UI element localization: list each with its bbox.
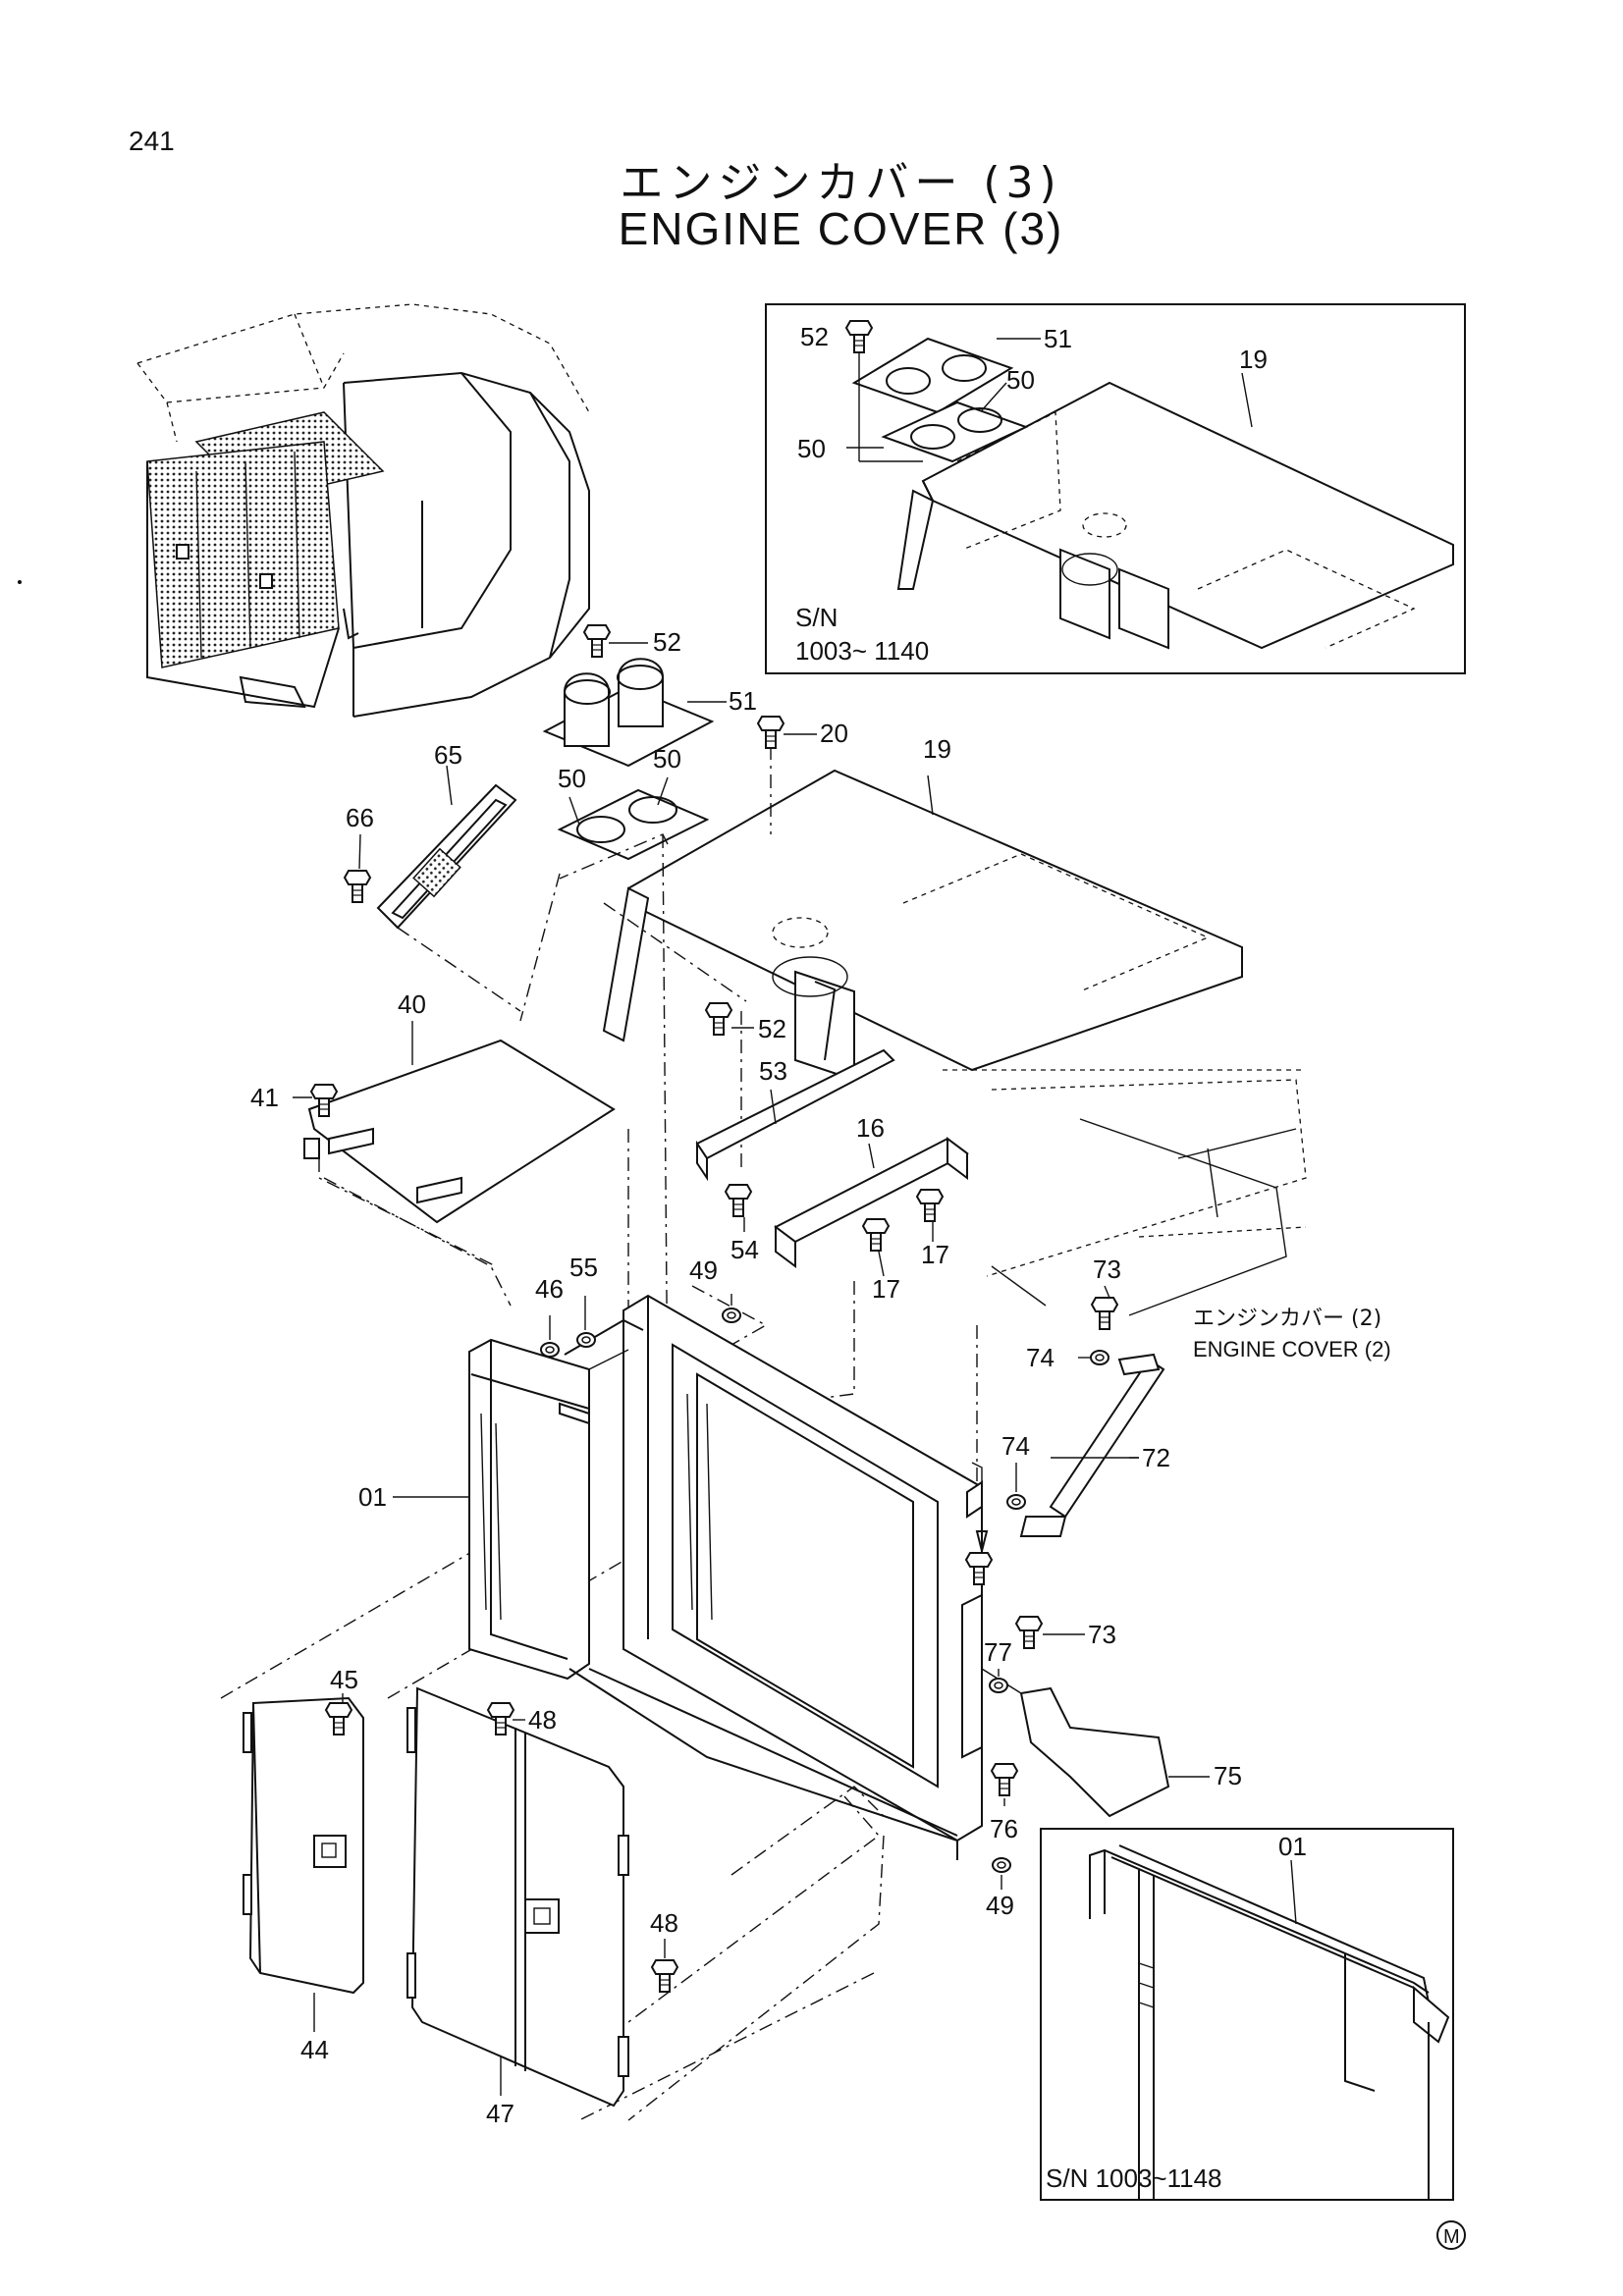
label-53: 53 [759, 1056, 787, 1086]
nut-46-icon [540, 1342, 560, 1358]
label-47: 47 [486, 2099, 514, 2128]
bolt-20-icon [757, 716, 784, 749]
label-54: 54 [730, 1235, 759, 1264]
label-72: 72 [1142, 1443, 1170, 1472]
label-17a: 17 [872, 1274, 900, 1304]
inset-serial-range: 1003~ 1140 [795, 636, 929, 666]
main-assembly: 52 51 20 50 50 19 65 66 40 41 52 53 16 5… [220, 624, 1391, 2128]
bolt-17b-icon [916, 1189, 944, 1222]
inset-part-01: 01 [1278, 1832, 1307, 1861]
bolt-48b-icon [651, 1959, 678, 1993]
label-74b: 74 [1001, 1431, 1030, 1461]
door-47-latch-icon [524, 1898, 560, 1934]
inset-bottom-right: 01 S/N 1003~1148 [1040, 1828, 1454, 2201]
inset-label-50a: 50 [1006, 365, 1035, 395]
label-73-mid: 73 [1088, 1620, 1116, 1649]
label-55: 55 [569, 1253, 598, 1282]
label-44: 44 [300, 2035, 329, 2064]
label-66: 66 [346, 803, 374, 832]
label-20: 20 [820, 719, 848, 748]
bolt-17a-icon [862, 1218, 890, 1252]
bolt-76-icon [991, 1763, 1018, 1796]
label-49-top: 49 [689, 1255, 718, 1285]
bolt-66-icon [344, 870, 371, 903]
nut-74a-icon [1090, 1350, 1109, 1365]
nut-74b-icon [1006, 1494, 1026, 1510]
label-16: 16 [856, 1113, 885, 1143]
label-48b: 48 [650, 1908, 678, 1938]
page-number: 241 [129, 126, 175, 156]
bolt-54-icon [725, 1184, 752, 1217]
label-17b: 17 [921, 1240, 949, 1269]
bolt-73-top-icon [1091, 1297, 1118, 1330]
label-41: 41 [250, 1083, 279, 1112]
bolt-52-top-icon [583, 624, 611, 658]
label-51: 51 [729, 686, 757, 716]
mark-m: M [1443, 2226, 1460, 2248]
title-japanese: エンジンカバー (3) [620, 158, 1062, 208]
nut-49-top-icon [722, 1308, 741, 1323]
inset-top-right: 52 51 50 50 19 S/N 1003~ 1140 [765, 303, 1466, 674]
door-44-latch-icon [313, 1835, 347, 1868]
label-19: 19 [923, 734, 951, 764]
label-40: 40 [398, 989, 426, 1019]
label-46: 46 [535, 1274, 564, 1304]
reference-en: ENGINE COVER (2) [1193, 1337, 1391, 1362]
label-74a: 74 [1026, 1343, 1055, 1372]
nut-49-low-icon [992, 1857, 1011, 1873]
label-50a: 50 [558, 764, 586, 793]
label-48a: 48 [528, 1705, 557, 1735]
nut-77-icon [989, 1678, 1008, 1693]
label-76: 76 [990, 1814, 1018, 1843]
label-52-low: 52 [758, 1014, 786, 1043]
label-75: 75 [1214, 1761, 1242, 1790]
label-01: 01 [358, 1482, 387, 1512]
inset-label-19: 19 [1239, 345, 1268, 374]
nut-55-icon [576, 1332, 596, 1348]
label-52-top: 52 [653, 627, 681, 657]
label-50b: 50 [653, 744, 681, 774]
inset-bottom-serial: S/N 1003~1148 [1046, 2163, 1222, 2193]
inset-label-52: 52 [800, 322, 829, 351]
label-77: 77 [984, 1637, 1012, 1667]
label-49-low: 49 [986, 1891, 1014, 1920]
inset-label-51: 51 [1044, 324, 1072, 353]
inset-label-50b: 50 [797, 434, 826, 463]
machine-overview [136, 303, 590, 718]
reference-jp: エンジンカバー (2) [1193, 1307, 1381, 1331]
label-73-top: 73 [1093, 1255, 1121, 1284]
title-english: ENGINE COVER (3) [618, 203, 1064, 254]
inset-serial-label: S/N [795, 603, 838, 632]
bolt-52-low-icon [705, 1002, 732, 1036]
label-45: 45 [330, 1665, 358, 1694]
bolt-73-mid-icon [1015, 1616, 1043, 1649]
label-65: 65 [434, 740, 462, 770]
